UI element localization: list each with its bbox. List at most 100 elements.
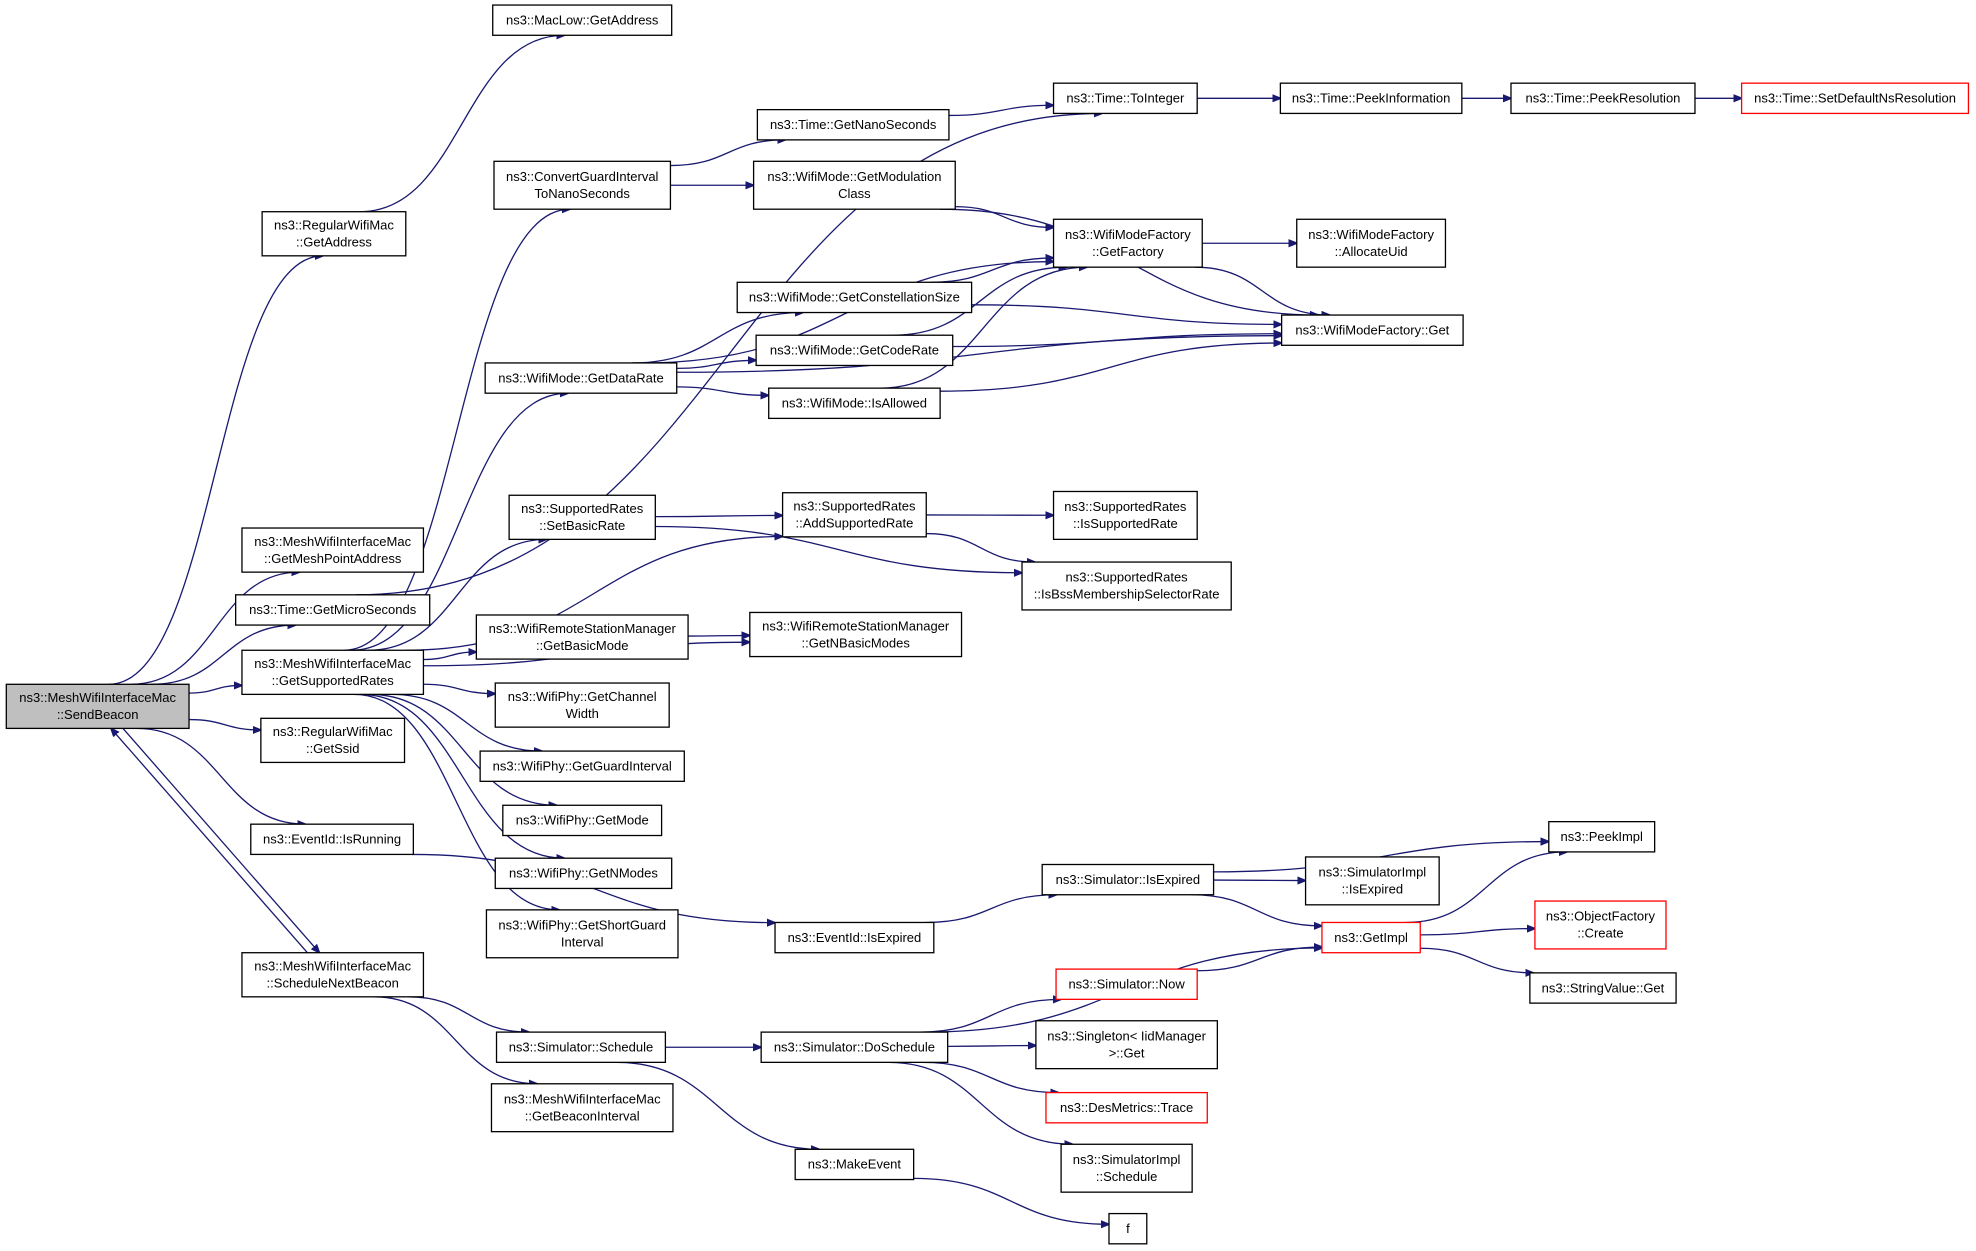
edge-getfactory-to-wmf-get: [1195, 266, 1330, 315]
edge-root-to-getmeshpoint: [130, 572, 300, 685]
node-getnbasic[interactable]: ns3::WifiRemoteStationManager::GetNBasic…: [749, 611, 963, 658]
node-sim-isexpired[interactable]: ns3::Simulator::IsExpired: [1041, 863, 1215, 896]
edge-schednext-to-schedule: [408, 996, 529, 1032]
node-root[interactable]: ns3::MeshWifiInterfaceMac::SendBeacon: [5, 683, 190, 730]
edge-getcoderate-to-getfactory: [893, 267, 1067, 336]
node-getfactory[interactable]: ns3::WifiModeFactory::GetFactory: [1052, 218, 1203, 268]
node-peekinfo[interactable]: ns3::Time::PeekInformation: [1279, 82, 1463, 115]
node-maclow-getaddress[interactable]: ns3::MacLow::GetAddress: [492, 4, 673, 36]
node-label-line: ns3::Time::GetNanoSeconds: [770, 117, 937, 132]
node-label-line: ::AllocateUid: [1335, 244, 1408, 259]
node-getmode[interactable]: ns3::WifiPhy::GetMode: [502, 804, 663, 837]
node-singleton[interactable]: ns3::Singleton< IidManager>::Get: [1035, 1020, 1219, 1070]
node-ev-isexpired[interactable]: ns3::EventId::IsExpired: [774, 921, 935, 954]
node-box: [1280, 314, 1464, 346]
edge-root-to-getssid: [189, 718, 261, 730]
node-label-line: ::IsSupportedRate: [1073, 516, 1178, 531]
edge-doschedule-to-singleton: [947, 1046, 1036, 1047]
edge-getimpl-to-objfactory: [1420, 929, 1535, 936]
node-desmetrics[interactable]: ns3::DesMetrics::Trace: [1045, 1091, 1208, 1124]
node-box: [261, 211, 407, 257]
node-box: [756, 108, 950, 141]
node-label-line: ns3::WifiRemoteStationManager: [762, 618, 950, 633]
node-wmf-get[interactable]: ns3::WifiModeFactory::Get: [1280, 314, 1464, 346]
node-makeevent[interactable]: ns3::MakeEvent: [794, 1148, 915, 1181]
node-getnmodes[interactable]: ns3::WifiPhy::GetNModes: [494, 857, 673, 890]
edge-getconst-to-wmf-get: [971, 304, 1282, 325]
node-schednext[interactable]: ns3::MeshWifiInterfaceMac::ScheduleNextB…: [241, 952, 425, 998]
node-getsupported[interactable]: ns3::MeshWifiInterfaceMac::GetSupportedR…: [241, 649, 425, 696]
node-label-line: ns3::RegularWifiMac: [274, 218, 394, 233]
edge-getsupported-to-getdatarate: [351, 393, 568, 651]
node-box: [484, 362, 678, 394]
node-label-line: >::Get: [1109, 1045, 1145, 1060]
node-f[interactable]: f: [1108, 1212, 1148, 1245]
node-issupported[interactable]: ns3::SupportedRates::IsSupportedRate: [1052, 490, 1198, 541]
node-isrunning[interactable]: ns3::EventId::IsRunning: [250, 823, 414, 856]
edge-root-to-rwm-getaddress: [108, 256, 323, 685]
node-label-line: ns3::Simulator::DoSchedule: [774, 1039, 935, 1054]
node-label-line: ns3::Time::GetMicroSeconds: [249, 602, 417, 617]
node-label-line: ns3::GetImpl: [1334, 930, 1408, 945]
node-getimpl[interactable]: ns3::GetImpl: [1321, 921, 1421, 954]
node-label-line: Interval: [561, 935, 604, 950]
node-box: [781, 492, 927, 538]
node-stringvalue[interactable]: ns3::StringValue::Get: [1529, 972, 1677, 1004]
node-getguard[interactable]: ns3::WifiPhy::GetGuardInterval: [479, 750, 685, 782]
node-getbasicmode[interactable]: ns3::WifiRemoteStationManager::GetBasicM…: [475, 614, 689, 660]
node-rwm-getaddress[interactable]: ns3::RegularWifiMac::GetAddress: [261, 211, 407, 257]
node-simimpl-isexp[interactable]: ns3::SimulatorImpl::IsExpired: [1304, 856, 1440, 906]
node-sim-now[interactable]: ns3::Simulator::Now: [1055, 968, 1198, 1000]
node-getmeshpoint[interactable]: ns3::MeshWifiInterfaceMac::GetMeshPointA…: [241, 527, 425, 573]
node-addsupported[interactable]: ns3::SupportedRates::AddSupportedRate: [781, 492, 927, 538]
edge-makeevent-to-f: [913, 1177, 1109, 1224]
node-label-line: ns3::Time::ToInteger: [1066, 91, 1185, 106]
node-setdefaultns[interactable]: ns3::Time::SetDefaultNsResolution: [1740, 82, 1970, 115]
node-label-line: ns3::ObjectFactory: [1546, 909, 1656, 924]
node-peekimpl[interactable]: ns3::PeekImpl: [1548, 821, 1656, 853]
node-label-line: ::GetBeaconInterval: [525, 1108, 640, 1123]
node-objfactory[interactable]: ns3::ObjectFactory::Create: [1534, 900, 1667, 950]
node-label-line: ::SendBeacon: [57, 707, 139, 722]
node-box: [1304, 856, 1440, 906]
node-label-line: Class: [838, 186, 871, 201]
node-box: [1548, 821, 1656, 853]
edge-getdatarate-to-isallowed: [676, 386, 769, 395]
node-simimpl-sched[interactable]: ns3::SimulatorImpl::Schedule: [1060, 1143, 1193, 1193]
node-getcoderate[interactable]: ns3::WifiMode::GetCodeRate: [755, 334, 954, 367]
node-box: [241, 649, 425, 696]
node-setbasicrate[interactable]: ns3::SupportedRates::SetBasicRate: [508, 494, 656, 541]
node-isallowed[interactable]: ns3::WifiMode::IsAllowed: [768, 387, 941, 420]
node-schedule[interactable]: ns3::Simulator::Schedule: [495, 1031, 667, 1064]
node-isbss[interactable]: ns3::SupportedRates::IsBssMembershipSele…: [1021, 561, 1232, 611]
node-box: [485, 909, 679, 959]
edge-root-to-getsupported: [189, 685, 242, 694]
node-box: [736, 281, 973, 314]
node-label-line: ns3::MeshWifiInterfaceMac: [254, 656, 411, 671]
node-label-line: ::GetAddress: [296, 235, 372, 250]
node-box: [1021, 561, 1232, 611]
edge-getsupported-to-getnmodes: [360, 693, 564, 858]
node-getmicro[interactable]: ns3::Time::GetMicroSeconds: [235, 594, 431, 626]
node-getdatarate[interactable]: ns3::WifiMode::GetDataRate: [484, 362, 678, 394]
edge-getsupported-to-getshortguard: [353, 693, 560, 909]
node-box: [508, 494, 656, 541]
node-tointeger[interactable]: ns3::Time::ToInteger: [1052, 82, 1198, 115]
node-getssid[interactable]: ns3::RegularWifiMac::GetSsid: [260, 717, 406, 764]
node-doschedule[interactable]: ns3::Simulator::DoSchedule: [760, 1031, 949, 1064]
edge-getdatarate-to-wmf-get: [676, 336, 1282, 373]
node-label-line: ns3::Time::PeekInformation: [1292, 91, 1450, 106]
node-box: [494, 857, 673, 890]
node-peekres[interactable]: ns3::Time::PeekResolution: [1510, 82, 1696, 115]
node-getbeaconint[interactable]: ns3::MeshWifiInterfaceMac::GetBeaconInte…: [490, 1083, 674, 1133]
node-box: [749, 611, 963, 658]
node-label-line: ::GetFactory: [1092, 244, 1164, 259]
node-getconst[interactable]: ns3::WifiMode::GetConstellationSize: [736, 281, 973, 314]
node-allocateuid[interactable]: ns3::WifiModeFactory::AllocateUid: [1296, 218, 1447, 268]
node-label-line: ns3::WifiRemoteStationManager: [489, 621, 677, 636]
node-getnano[interactable]: ns3::Time::GetNanoSeconds: [756, 108, 950, 141]
